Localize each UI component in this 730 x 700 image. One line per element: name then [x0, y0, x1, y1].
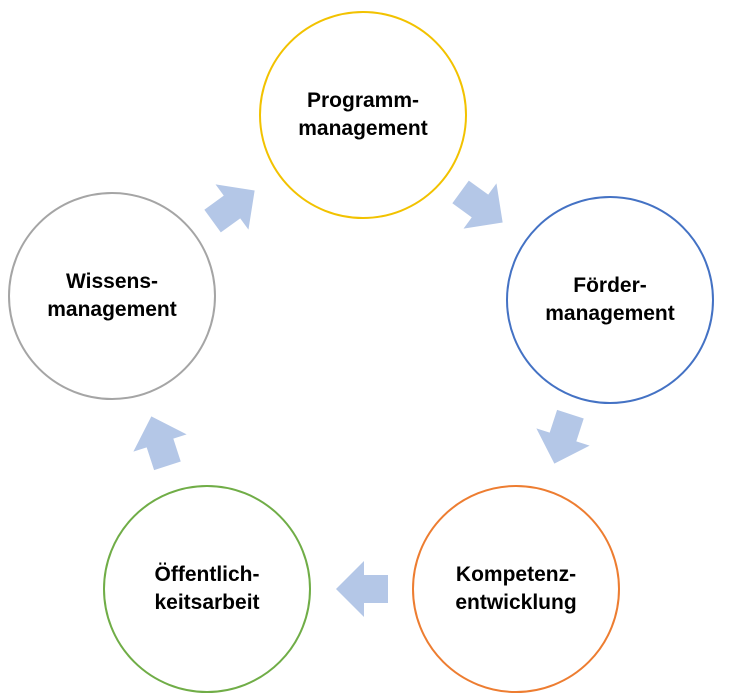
node-circle	[412, 485, 620, 693]
node-circle	[103, 485, 311, 693]
node-label-line2: management	[545, 302, 675, 325]
node-label-line1: Kompetenz-	[456, 563, 576, 586]
cycle-arrows	[133, 180, 590, 617]
arrow-kompetenz-to-oeffentlich	[336, 561, 388, 617]
arrow-oeffentlich-to-wissens	[133, 416, 187, 471]
node-label-line2: entwicklung	[455, 591, 576, 614]
node-circle	[506, 196, 714, 404]
node-foerdermanagement: Förder- management	[506, 196, 714, 404]
node-circle	[259, 11, 467, 219]
node-label-line2: keitsarbeit	[154, 591, 259, 614]
node-programmmanagement: Programm- management	[259, 11, 467, 219]
arrow-programm-to-foerder	[452, 180, 503, 229]
node-label-line2: management	[47, 298, 177, 321]
node-label-line1: Förder-	[573, 274, 647, 297]
node-kompetenzentwicklung: Kompetenz- entwicklung	[412, 485, 620, 693]
arrow-foerder-to-kompetenz	[536, 409, 590, 464]
node-circle	[8, 192, 216, 400]
arrow-wissens-to-programm	[204, 184, 255, 233]
node-label-line1: Öffentlich-	[155, 563, 260, 586]
node-wissensmanagement: Wissens- management	[8, 192, 216, 400]
node-oeffentlichkeitsarbeit: Öffentlich- keitsarbeit	[103, 485, 311, 693]
node-label-line1: Programm-	[307, 89, 419, 112]
node-label-line1: Wissens-	[66, 270, 158, 293]
node-label-line2: management	[298, 117, 428, 140]
